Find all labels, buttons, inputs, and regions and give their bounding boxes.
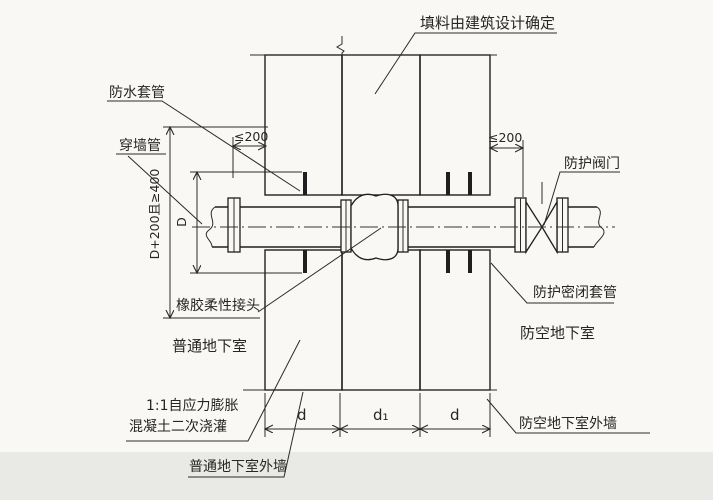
pipe-break-left — [205, 206, 216, 248]
label-air-defense-basement: 防空地下室 — [520, 324, 595, 342]
pipe-break-right — [593, 206, 605, 248]
label-through-wall-pipe: 穿墙管 — [119, 138, 161, 154]
leader-secondary-pour — [126, 339, 301, 442]
label-air-defense-basement-wall: 防空地下室外墙 — [519, 415, 617, 432]
label-secondary-pour-line1: 1:1自应力膨胀 — [146, 397, 239, 414]
pipe-right-stub — [568, 206, 597, 248]
leader-air-defense-wall — [486, 398, 650, 434]
dim-filler-gap-width: d₁ — [373, 406, 389, 424]
label-ordinary-basement: 普通地下室 — [172, 337, 247, 355]
dim-sleeve-diameter: D — [174, 217, 189, 227]
break-line-mark — [336, 36, 345, 55]
label-ordinary-basement-wall: 普通地下室外墙 — [189, 458, 287, 475]
pipe-left-stub — [212, 206, 228, 248]
dim-left-sleeve-projection: ≤200 — [234, 129, 268, 144]
dimensions: ≤200 ≤200 D+200且≥400 D d d₁ d — [147, 127, 523, 437]
leader-filler-note — [374, 32, 557, 95]
leader-waterproof-sleeve — [107, 100, 301, 192]
label-rubber-flexible-joint: 橡胶柔性接头 — [176, 297, 260, 314]
label-protective-sealed-sleeve: 防护密闭套管 — [533, 284, 617, 301]
dim-left-wall-thickness: d — [297, 406, 307, 424]
label-secondary-pour-line2: 混凝土二次浇灌 — [129, 419, 227, 435]
label-filler-note: 填料由建筑设计确定 — [420, 14, 555, 32]
text-labels: 填料由建筑设计确定 防水套管 穿墙管 防护阀门 橡胶柔性接头 普通地下室 防护密… — [109, 14, 620, 475]
dim-right-sleeve-projection: ≤200 — [488, 130, 522, 145]
paper-bottom-band — [0, 452, 713, 500]
leader-sealed-sleeve — [490, 262, 614, 304]
leader-protective-valve — [543, 171, 620, 226]
label-waterproof-sleeve: 防水套管 — [109, 85, 165, 101]
label-protective-valve: 防护阀门 — [564, 156, 620, 172]
leader-ordinary-wall — [188, 391, 304, 478]
leader-through-wall-pipe — [116, 153, 203, 225]
dim-right-wall-thickness: d — [450, 406, 460, 424]
pipe-right-body — [408, 206, 515, 248]
pipe-assembly — [192, 182, 615, 261]
pipe-left-body — [240, 206, 341, 248]
leader-rubber-joint — [257, 227, 382, 313]
leader-lines — [107, 32, 650, 478]
dim-hole-size: D+200且≥400 — [147, 169, 162, 260]
sleeve-collars — [303, 172, 472, 273]
